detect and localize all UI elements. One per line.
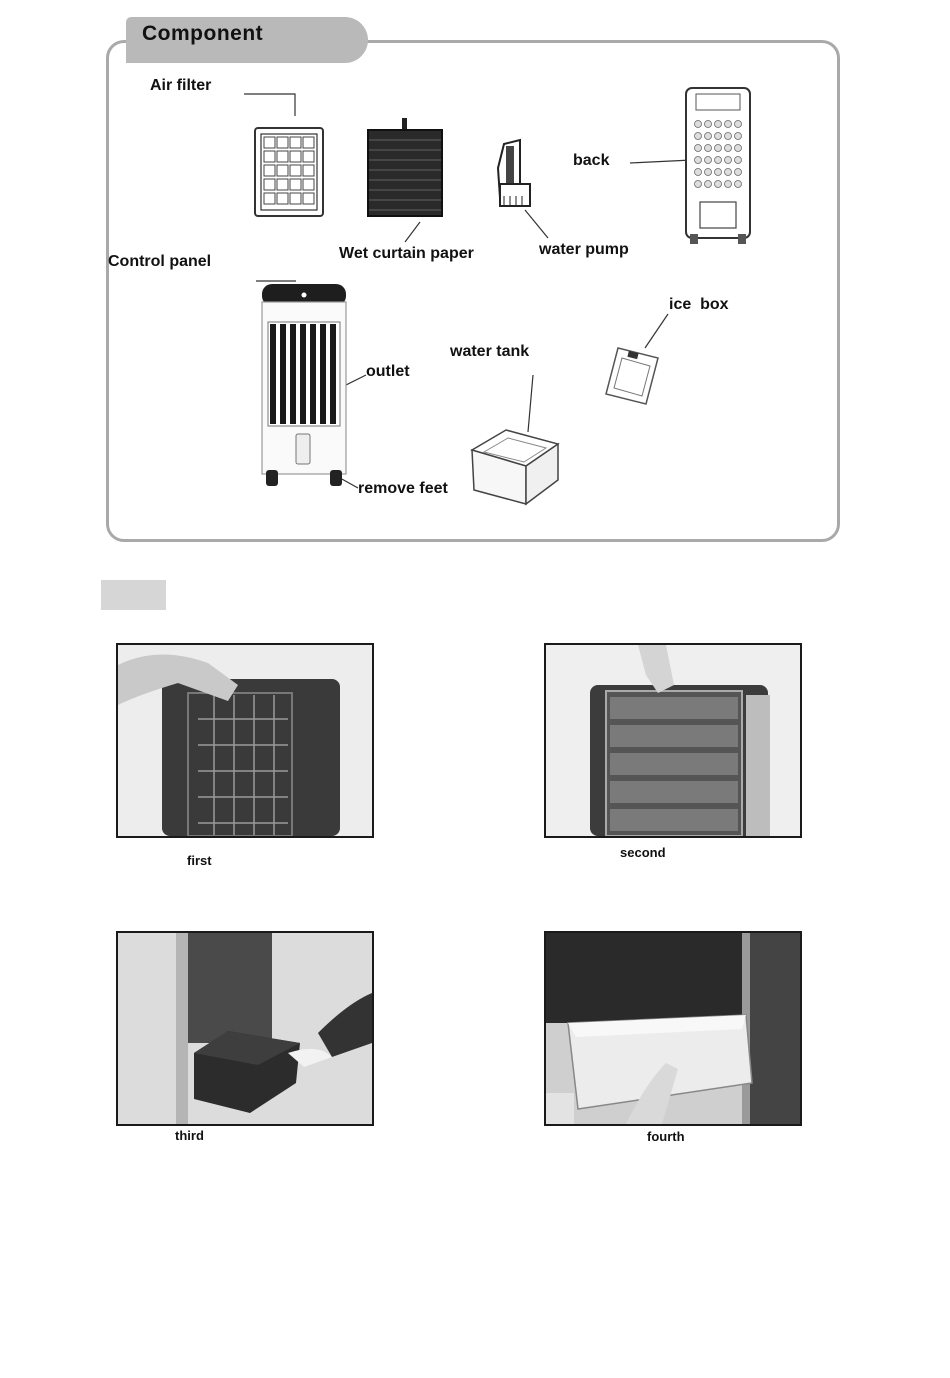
caption-third: third: [175, 1128, 204, 1143]
ice-box-icon: [600, 344, 664, 410]
label-ice-box: ice box: [669, 296, 729, 314]
label-remove-feet: remove feet: [358, 480, 448, 498]
cooler-front-icon: [256, 280, 352, 492]
label-outlet: outlet: [366, 363, 410, 381]
wet-curtain-icon: [365, 118, 445, 220]
label-air-filter: Air filter: [150, 77, 211, 95]
photo-third: [116, 931, 374, 1126]
label-water-tank: water tank: [450, 343, 529, 361]
photo-fourth: [544, 931, 802, 1126]
water-pump-icon: [490, 138, 538, 216]
cooler-back-icon: [682, 86, 754, 248]
label-back: back: [573, 152, 609, 170]
section-heading-block: [101, 580, 166, 610]
photo-second: [544, 643, 802, 838]
label-water-pump: water pump: [539, 241, 629, 259]
photo-first: [116, 643, 374, 838]
caption-fourth: fourth: [647, 1129, 685, 1144]
caption-second: second: [620, 845, 666, 860]
water-tank-icon: [466, 420, 564, 506]
label-control-panel: Control panel: [108, 253, 211, 271]
label-wet-curtain: Wet curtain paper: [339, 245, 474, 263]
air-filter-icon: [253, 126, 325, 218]
caption-first: first: [187, 853, 212, 868]
